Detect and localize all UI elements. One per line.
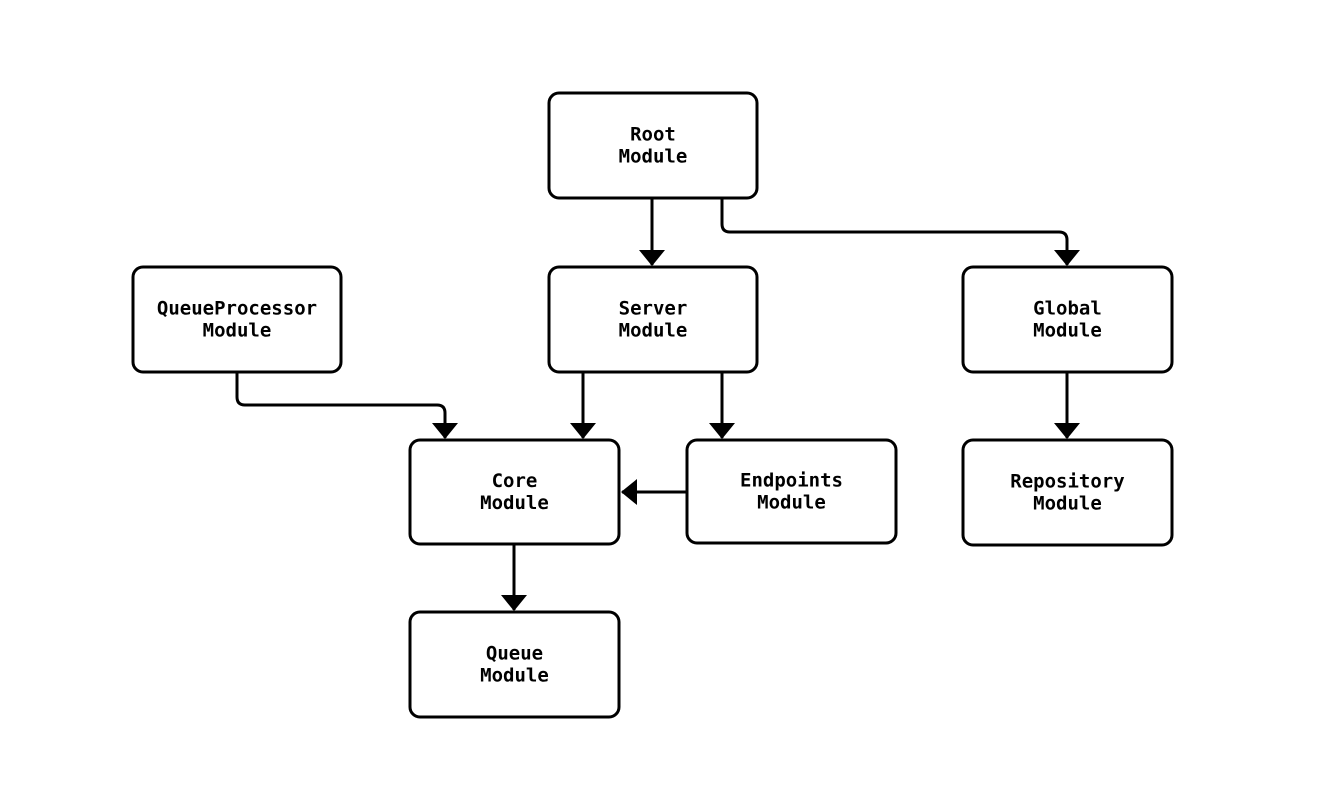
node-label-line: Module xyxy=(1033,493,1102,515)
node-label-line: Module xyxy=(480,492,549,514)
node-label-line: Module xyxy=(203,320,272,342)
node-box-server xyxy=(547,265,759,374)
node-box-root xyxy=(547,91,759,200)
node-box-core xyxy=(408,438,621,546)
node-label-line: Endpoints xyxy=(740,470,843,492)
node-label-line: QueueProcessor xyxy=(157,298,317,320)
edge-root-to-global xyxy=(720,198,1080,266)
node-label-line: Server xyxy=(619,298,688,320)
node-box-endpoints xyxy=(685,438,898,545)
node-label-line: Queue xyxy=(486,643,543,665)
node-box-global xyxy=(961,265,1174,374)
node-box-repository xyxy=(961,438,1174,547)
edge-queueprocessor-to-core xyxy=(235,373,458,439)
node-label-line: Root xyxy=(630,124,676,146)
node-label-line: Core xyxy=(492,470,538,492)
node-label-line: Module xyxy=(757,492,826,514)
node-label-line: Module xyxy=(619,146,688,168)
edges-layer xyxy=(235,198,1080,611)
node-box-queueprocessor xyxy=(131,265,343,374)
node-label-line: Global xyxy=(1033,298,1102,320)
node-label-line: Module xyxy=(1033,320,1102,342)
node-label-line: Module xyxy=(619,320,688,342)
node-box-queue xyxy=(408,610,621,719)
node-label-line: Module xyxy=(480,665,549,687)
node-label-line: Repository xyxy=(1010,471,1124,493)
